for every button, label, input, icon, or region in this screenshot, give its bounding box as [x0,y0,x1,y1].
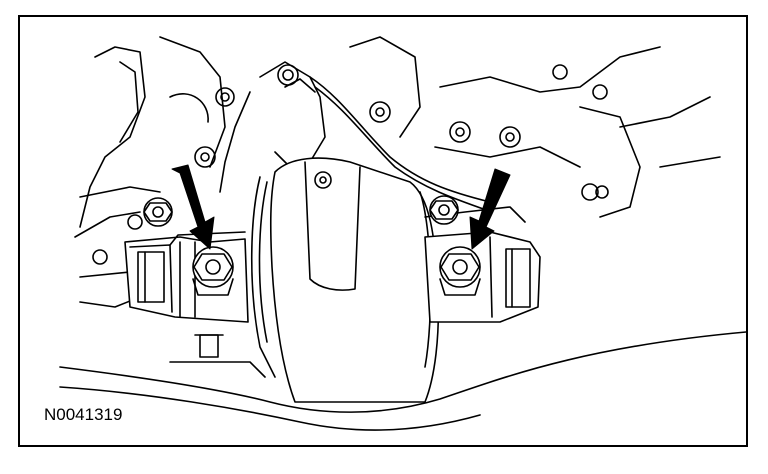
arrow-down-icon [470,169,510,249]
engine-mount-illustration [20,17,746,445]
right-bolt-arrow [470,169,510,249]
right-main-bolt [440,247,480,295]
subframe-curve [60,332,746,412]
left-upper-bolt [144,198,172,226]
left-bolt-arrow [172,165,214,249]
engine-block-right [350,37,720,217]
diagram-frame: N0041319 [18,15,748,447]
subframe-lower [60,387,480,430]
lower-fitting [170,184,598,377]
upper-bracket [220,62,492,212]
arrow-down-icon [172,165,214,249]
figure-id-label: N0041319 [44,405,123,424]
mount-insulator [252,158,439,402]
left-main-bolt [193,247,233,295]
right-upper-bolt [430,196,458,224]
